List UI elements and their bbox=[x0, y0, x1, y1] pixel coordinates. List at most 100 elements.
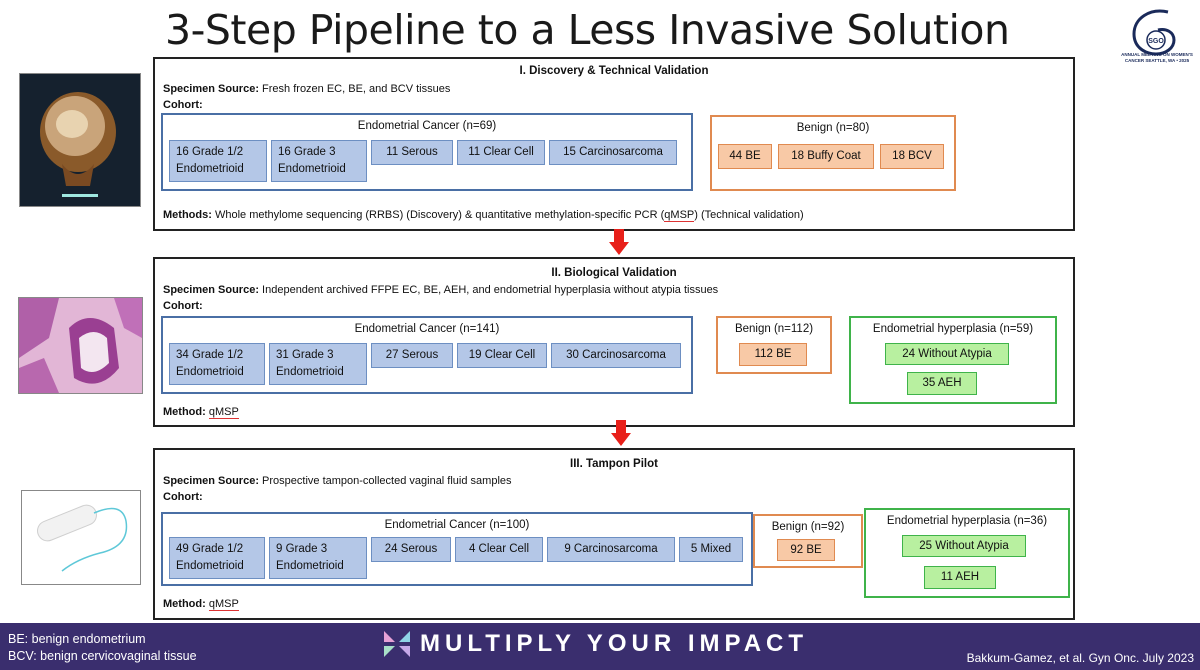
method-line: Methods: Whole methylome sequencing (RRB… bbox=[163, 209, 804, 222]
ec-item: 16 Grade 3 Endometrioid bbox=[271, 140, 367, 182]
multiply-x-icon bbox=[384, 631, 410, 657]
hyperplasia-group: Endometrial hyperplasia (n=36) 25 Withou… bbox=[864, 508, 1070, 598]
benign-group-title: Benign (n=80) bbox=[796, 122, 870, 134]
hyperplasia-item: 24 Without Atypia bbox=[885, 343, 1009, 365]
benign-item-label: 92 BE bbox=[790, 543, 822, 556]
hyperplasia-group: Endometrial hyperplasia (n=59) 24 Withou… bbox=[849, 316, 1057, 404]
footer-tagline: MULTIPLY YOUR IMPACT bbox=[420, 630, 809, 657]
ec-item-label: 15 Carcinosarcoma bbox=[563, 146, 663, 158]
cohort-label: Cohort: bbox=[163, 99, 203, 111]
hyperplasia-item: 25 Without Atypia bbox=[902, 535, 1026, 557]
ec-item: 49 Grade 1/2 Endometrioid bbox=[169, 537, 265, 579]
benign-group: Benign (n=80) 44 BE 18 Buffy Coat 18 BCV bbox=[710, 115, 956, 191]
benign-item: 112 BE bbox=[739, 343, 807, 366]
tissue-specimen-photo bbox=[19, 73, 141, 207]
benign-group: Benign (n=92) 92 BE bbox=[753, 514, 863, 568]
specimen-text: Independent archived FFPE EC, BE, AEH, a… bbox=[262, 284, 719, 296]
ec-item: 19 Clear Cell bbox=[457, 343, 547, 368]
specimen-source-line: Specimen Source: Prospective tampon-coll… bbox=[163, 475, 512, 487]
logo-caption: ANNUAL MEETING ON WOMEN'S CANCER SEATTLE… bbox=[1121, 52, 1193, 63]
ec-item: 9 Carcinosarcoma bbox=[547, 537, 675, 562]
ec-item-label: 30 Carcinosarcoma bbox=[566, 349, 666, 361]
tampon-photo bbox=[21, 490, 141, 585]
benign-item-label: 112 BE bbox=[754, 348, 792, 360]
section-title: III. Tampon Pilot bbox=[570, 458, 658, 470]
ec-item-label: 11 Serous bbox=[386, 146, 438, 158]
benign-group: Benign (n=112) 112 BE bbox=[716, 316, 832, 374]
specimen-label: Specimen Source: bbox=[163, 475, 259, 487]
ec-item: 15 Carcinosarcoma bbox=[549, 140, 677, 165]
hyperplasia-group-title: Endometrial hyperplasia (n=59) bbox=[872, 323, 1034, 335]
down-arrow-icon bbox=[611, 420, 631, 446]
benign-item-label: 18 Buffy Coat bbox=[791, 150, 861, 162]
ec-group-title: Endometrial Cancer (n=141) bbox=[354, 323, 500, 335]
section-discovery: I. Discovery & Technical Validation Spec… bbox=[153, 57, 1075, 231]
ec-item: 5 Mixed bbox=[679, 537, 743, 562]
hyperplasia-item-label: 11 AEH bbox=[940, 571, 980, 583]
hyperplasia-group-title: Endometrial hyperplasia (n=36) bbox=[886, 515, 1048, 527]
ec-item-label: 24 Serous bbox=[384, 543, 438, 555]
ec-group: Endometrial Cancer (n=69) 16 Grade 1/2 E… bbox=[161, 113, 693, 191]
footer-citation: Bakkum-Gamez, et al. Gyn Onc. July 2023 bbox=[966, 651, 1194, 665]
ec-item-label: 9 Grade 3 Endometrioid bbox=[276, 543, 344, 572]
abbreviation-be: BE: benign endometrium bbox=[8, 632, 146, 646]
specimen-source-line: Specimen Source: Fresh frozen EC, BE, an… bbox=[163, 83, 450, 95]
abbreviation-bcv: BCV: benign cervicovaginal tissue bbox=[8, 649, 197, 663]
svg-text:SGO: SGO bbox=[1148, 38, 1164, 45]
hyperplasia-item-label: 25 Without Atypia bbox=[919, 539, 1009, 552]
ec-item-label: 5 Mixed bbox=[690, 543, 732, 555]
hyperplasia-item: 35 AEH bbox=[907, 372, 977, 395]
ec-group: Endometrial Cancer (n=141) 34 Grade 1/2 … bbox=[161, 316, 693, 394]
ec-group-title: Endometrial Cancer (n=69) bbox=[357, 120, 497, 132]
ec-item-label: 19 Clear Cell bbox=[468, 349, 536, 361]
ec-item: 11 Clear Cell bbox=[457, 140, 545, 165]
benign-item: 18 BCV bbox=[880, 144, 944, 169]
histology-slide-photo bbox=[18, 297, 143, 394]
ec-item: 11 Serous bbox=[371, 140, 453, 165]
ec-item-label: 16 Grade 1/2 Endometrioid bbox=[176, 146, 244, 175]
ec-item-label: 16 Grade 3 Endometrioid bbox=[278, 146, 346, 175]
ec-item-label: 4 Clear Cell bbox=[468, 543, 530, 555]
specimen-text: Prospective tampon-collected vaginal flu… bbox=[262, 475, 512, 487]
section-title: II. Biological Validation bbox=[551, 267, 677, 279]
ec-item: 9 Grade 3 Endometrioid bbox=[269, 537, 367, 579]
ec-group-title: Endometrial Cancer (n=100) bbox=[384, 519, 530, 531]
benign-group-title: Benign (n=92) bbox=[771, 521, 845, 533]
cohort-label: Cohort: bbox=[163, 491, 203, 503]
down-arrow-icon bbox=[609, 229, 629, 255]
benign-item: 18 Buffy Coat bbox=[778, 144, 874, 169]
hyperplasia-item: 11 AEH bbox=[924, 566, 996, 589]
benign-item: 44 BE bbox=[718, 144, 772, 169]
section-biological-validation: II. Biological Validation Specimen Sourc… bbox=[153, 257, 1075, 427]
ec-item-label: 31 Grade 3 Endometrioid bbox=[276, 349, 344, 378]
ec-group: Endometrial Cancer (n=100) 49 Grade 1/2 … bbox=[161, 512, 753, 586]
ec-item: 16 Grade 1/2 Endometrioid bbox=[169, 140, 267, 182]
ec-item: 24 Serous bbox=[371, 537, 451, 562]
section-title: I. Discovery & Technical Validation bbox=[519, 65, 709, 77]
ec-item: 27 Serous bbox=[371, 343, 453, 368]
specimen-text: Fresh frozen EC, BE, and BCV tissues bbox=[262, 83, 451, 95]
cohort-label: Cohort: bbox=[163, 300, 203, 312]
sgo-logo-icon: SGO bbox=[1132, 9, 1176, 56]
method-line: Method: qMSP bbox=[163, 598, 239, 611]
ec-item-label: 49 Grade 1/2 Endometrioid bbox=[176, 543, 244, 572]
benign-group-title: Benign (n=112) bbox=[734, 323, 814, 335]
footer-bar bbox=[0, 623, 1200, 670]
method-line: Method: qMSP bbox=[163, 406, 239, 419]
ec-item-label: 11 Clear Cell bbox=[468, 146, 534, 158]
ec-item: 34 Grade 1/2 Endometrioid bbox=[169, 343, 265, 385]
ec-item: 30 Carcinosarcoma bbox=[551, 343, 681, 368]
benign-item: 92 BE bbox=[777, 539, 835, 561]
hyperplasia-item-label: 24 Without Atypia bbox=[902, 347, 992, 360]
slide-title: 3-Step Pipeline to a Less Invasive Solut… bbox=[165, 6, 1010, 54]
ec-item: 31 Grade 3 Endometrioid bbox=[269, 343, 367, 385]
ec-item-label: 27 Serous bbox=[385, 349, 439, 361]
benign-item-label: 44 BE bbox=[729, 150, 761, 162]
specimen-source-line: Specimen Source: Independent archived FF… bbox=[163, 284, 718, 296]
specimen-label: Specimen Source: bbox=[163, 83, 259, 95]
ec-item: 4 Clear Cell bbox=[455, 537, 543, 562]
ec-item-label: 34 Grade 1/2 Endometrioid bbox=[176, 349, 244, 378]
section-tampon-pilot: III. Tampon Pilot Specimen Source: Prosp… bbox=[153, 448, 1075, 620]
ec-item-label: 9 Carcinosarcoma bbox=[564, 543, 658, 555]
hyperplasia-item-label: 35 AEH bbox=[922, 377, 962, 389]
